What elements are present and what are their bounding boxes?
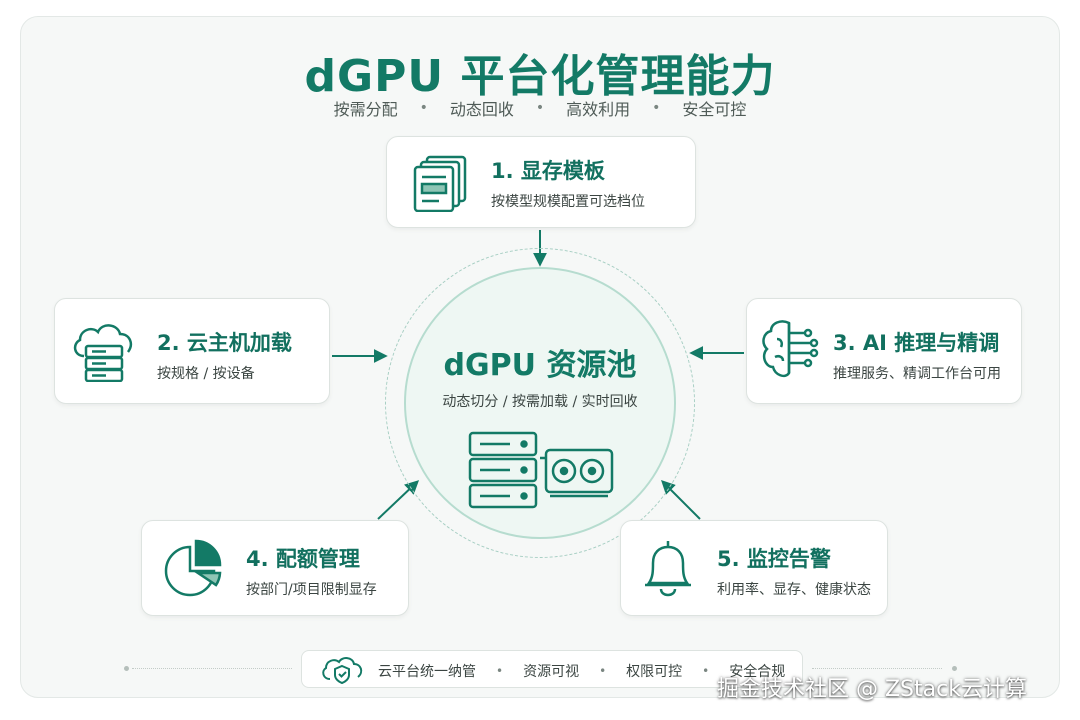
watermark: 掘金技术社区 @ ZStack云计算 [717,677,1027,702]
card-description: 利用率、显存、健康状态 [717,582,871,598]
card-description: 按规格 / 按设备 [157,366,255,382]
brain-circuit-icon [759,317,827,387]
footer-dot [124,666,129,671]
cloud-server-icon [70,320,136,386]
card-title: 3. AI 推理与精调 [833,331,1000,355]
capability-card-cloud-host: 2. 云主机加载 按规格 / 按设备 [54,298,330,404]
tag-item: 动态回收 [449,100,514,119]
pool-outer-ring [385,248,695,558]
pool-title: dGPU 资源池 [443,348,637,383]
capability-card-template: 1. 显存模板 按模型规模配置可选档位 [386,136,696,228]
capability-card-ai: 3. AI 推理与精调 推理服务、精调工作台可用 [746,298,1022,404]
resource-pool-circle [404,267,676,539]
card-title: 2. 云主机加载 [157,331,292,355]
pie-chart-icon [162,539,222,603]
page-title: dGPU 平台化管理能力 [304,51,776,102]
tag-separator: • [535,100,545,116]
footer-item: 资源可视 [523,664,580,680]
template-stack-icon [413,154,469,216]
footer-items: 云平台统一纳管 • 资源可视 • 权限可控 • 安全合规 [378,661,785,681]
footer-separator: • [599,664,607,678]
pool-subtitle: 动态切分 / 按需加载 / 实时回收 [442,394,638,410]
footer-item: 云平台统一纳管 [378,664,476,680]
footer-separator: • [496,664,504,678]
tag-item: 高效利用 [566,100,631,119]
footer-dot [952,666,957,671]
footer-bar: 云平台统一纳管 • 资源可视 • 权限可控 • 安全合规 [301,650,803,688]
card-title: 4. 配额管理 [246,547,360,571]
card-title: 1. 显存模板 [491,159,605,183]
footer-line-right [812,668,942,669]
card-title: 5. 监控告警 [717,547,831,571]
bell-icon [641,539,695,603]
capability-card-quota: 4. 配额管理 按部门/项目限制显存 [141,520,409,616]
footer-item: 安全合规 [729,664,786,680]
tag-separator: • [652,100,661,116]
card-description: 推理服务、精调工作台可用 [833,366,1001,382]
footer-separator: • [702,664,710,678]
card-description: 按部门/项目限制显存 [246,582,377,598]
tagline: 按需分配 • 动态回收 • 高效利用 • 安全可控 [0,96,1080,120]
card-description: 按模型规模配置可选档位 [491,194,645,210]
capability-card-monitor: 5. 监控告警 利用率、显存、健康状态 [620,520,888,616]
server-gpu-icon [466,430,616,514]
tag-separator: • [419,100,428,116]
footer-item: 权限可控 [626,664,683,680]
cloud-shield-icon [320,655,364,689]
tag-item: 按需分配 [333,100,398,119]
tag-item: 安全可控 [682,100,747,119]
footer-line-left [132,668,292,669]
